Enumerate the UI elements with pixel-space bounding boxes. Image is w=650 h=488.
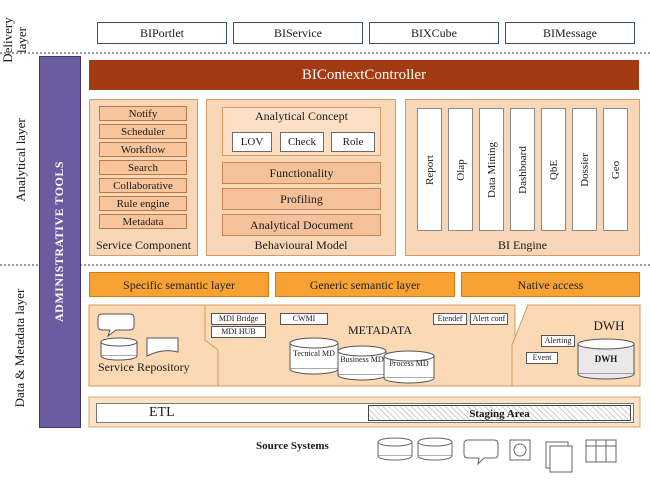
concept-role: Role [331, 132, 375, 152]
service-rule-engine: Rule engine [99, 196, 187, 211]
source-database-icon-1 [377, 437, 413, 461]
service-metadata: Metadata [99, 214, 187, 229]
engine-data-mining: Data Mining [479, 108, 504, 231]
source-document-icon [545, 441, 573, 473]
behavioural-model-caption: Behavioural Model [254, 238, 348, 252]
engine-geo: Geo [603, 108, 628, 231]
service-collaborative: Collaborative [99, 178, 187, 193]
service-search: Search [99, 160, 187, 175]
delivery-bixcube: BIXCube [369, 22, 499, 44]
mdi-hub-box: MDI HUB [211, 326, 266, 338]
bi-context-controller: BIContextController [89, 60, 639, 90]
engine-dashboard: Dashboard [510, 108, 535, 231]
delivery-bimessage: BIMessage [505, 22, 635, 44]
service-repository-label: Service Repository [98, 360, 190, 374]
service-component-caption: Service Component [96, 238, 191, 252]
native-access: Native access [461, 272, 640, 297]
engine-olap: Olap [448, 108, 473, 231]
event-box: Event [526, 352, 558, 364]
concept-check: Check [280, 132, 324, 152]
functionality-bar: Functionality [222, 162, 381, 184]
etl-label: ETL [149, 405, 175, 420]
administrative-tools-bar [39, 56, 81, 428]
bi-engine-caption: BI Engine [498, 238, 547, 252]
alerting-box: Alerting [541, 335, 575, 347]
specific-semantic-layer: Specific semantic layer [89, 272, 269, 297]
business-md-cylinder [337, 345, 387, 381]
service-scheduler: Scheduler [99, 124, 187, 139]
tecnical-md-cylinder [289, 337, 339, 375]
repository-database-icon [100, 337, 138, 361]
generic-semantic-layer: Generic semantic layer [275, 272, 455, 297]
delivery-biservice: BIService [233, 22, 363, 44]
source-database-icon-2 [417, 437, 453, 461]
service-notify: Notify [99, 106, 187, 121]
analytical-document-bar: Analytical Document [222, 214, 381, 236]
service-workflow: Workflow [99, 142, 187, 157]
mdi-bridge-box: MDI Bridge [211, 313, 266, 325]
speech-bubble-icon [97, 313, 135, 338]
dwh-cylinder-label: DWH [594, 354, 618, 364]
delivery-separator [0, 52, 650, 54]
delivery-biportlet: BIPortlet [97, 22, 227, 44]
source-systems-label: Source Systems [256, 440, 329, 452]
concept-lov: LOV [232, 132, 272, 152]
source-speech-bubble-icon [463, 439, 499, 466]
dwh-title: DWH [593, 318, 625, 333]
analytical-separator [0, 264, 650, 266]
tecnical-md-label: Tecnical MD [293, 349, 335, 358]
process-md-cylinder [383, 350, 435, 384]
document-icon [146, 337, 179, 357]
process-md-label: Process MD [389, 359, 429, 368]
engine-report: Report [417, 108, 442, 231]
repository-divider [204, 305, 219, 386]
source-web-icon [509, 439, 531, 461]
engine-qbe: QbE [541, 108, 566, 231]
source-spreadsheet-icon [585, 439, 617, 463]
staging-area: Staging Area [368, 405, 631, 421]
alert-conf-box: Alert conf [470, 313, 508, 325]
metadata-title: METADATA [347, 323, 413, 337]
profiling-bar: Profiling [222, 188, 381, 210]
etendef-box: Etendef [433, 313, 467, 325]
dwh-cylinder [577, 338, 635, 380]
analytical-concept-title: Analytical Concept [255, 109, 348, 123]
business-md-label: Business MD [340, 355, 384, 364]
engine-dossier: Dossier [572, 108, 597, 231]
cwmi-box: CWMI [280, 313, 328, 325]
